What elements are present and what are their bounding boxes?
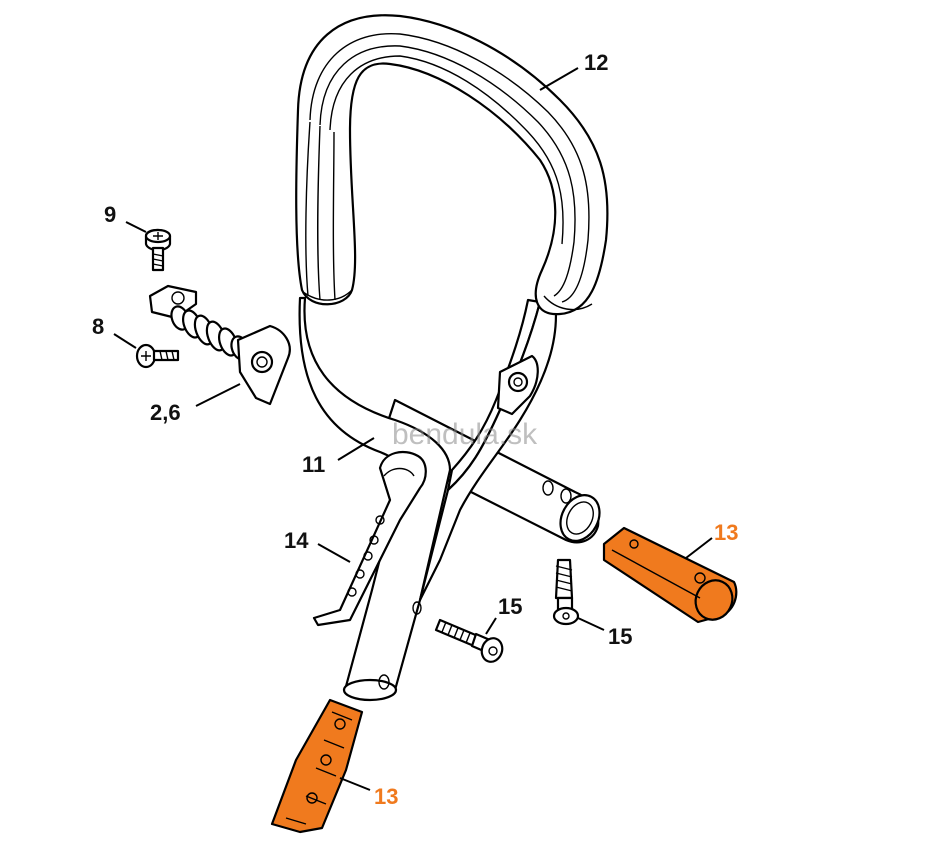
grip-13-bottom-part[interactable] xyxy=(270,698,364,834)
handlebar-part[interactable] xyxy=(295,14,609,702)
callout-13-right: 13 xyxy=(714,520,738,545)
grip-13-right-part[interactable] xyxy=(602,526,739,626)
leader-11 xyxy=(337,437,375,461)
watermark: bendula.sk xyxy=(392,418,538,451)
callout-12: 12 xyxy=(584,50,608,75)
screw-15-horizontal-part[interactable] xyxy=(434,618,506,665)
callout-11: 11 xyxy=(302,452,325,477)
leader-13-right xyxy=(685,537,713,559)
callout-2-6: 2,6 xyxy=(150,400,181,425)
callout-15-horizontal: 15 xyxy=(498,594,522,619)
leader-15-horizontal xyxy=(485,617,497,635)
leader-12 xyxy=(539,67,579,91)
leader-15-vertical xyxy=(577,617,605,631)
screw-9-part[interactable] xyxy=(144,228,172,272)
screw-8-part[interactable] xyxy=(135,343,180,369)
callout-9: 9 xyxy=(104,202,116,227)
callout-14: 14 xyxy=(284,528,309,553)
leader-9 xyxy=(125,221,147,233)
callout-8: 8 xyxy=(92,314,104,339)
bracket-part[interactable] xyxy=(312,450,427,627)
leader-13-bottom xyxy=(339,777,371,791)
callout-13-bottom: 13 xyxy=(374,784,398,809)
av-spring-element-part[interactable] xyxy=(148,284,291,406)
leader-lines xyxy=(113,67,713,791)
leader-2-6 xyxy=(195,383,241,407)
callout-15-vertical: 15 xyxy=(608,624,632,649)
screw-15-vertical-part[interactable] xyxy=(552,558,580,626)
handle-tube-part[interactable] xyxy=(378,398,607,548)
leader-14 xyxy=(317,543,351,563)
leader-8 xyxy=(113,333,137,349)
